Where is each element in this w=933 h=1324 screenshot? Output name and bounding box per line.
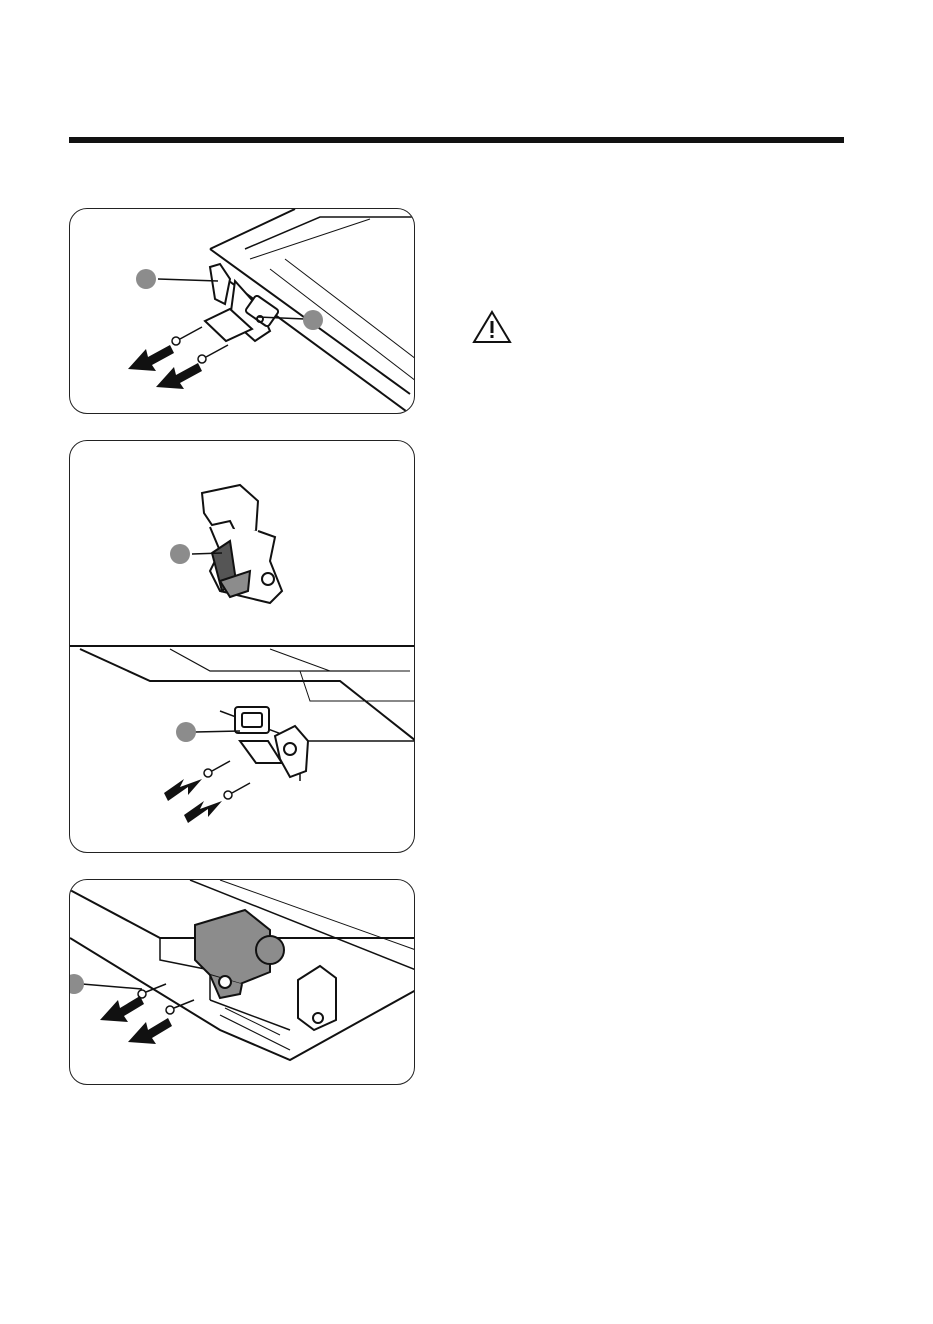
callout-bracket (303, 310, 323, 330)
hinge-swap-illustration (70, 441, 415, 853)
arrow-out-icon (128, 345, 202, 389)
screw-icon (204, 761, 250, 799)
hinge-removal-illustration (70, 209, 415, 414)
callout-hinge (136, 269, 156, 289)
figure-remove-hinge (69, 208, 415, 414)
arrow-out-icon (100, 996, 172, 1044)
callout-bracket-lower (176, 722, 196, 742)
callout-lock (70, 974, 84, 994)
figure-swap-hinge (69, 440, 415, 853)
section-heading-rule (69, 137, 844, 143)
warning-triangle-icon (472, 310, 512, 344)
figure-remove-lock (69, 879, 415, 1085)
arrow-in-icon (164, 779, 222, 823)
lock-removal-illustration (70, 880, 415, 1085)
callout-hinge-pin (170, 544, 190, 564)
